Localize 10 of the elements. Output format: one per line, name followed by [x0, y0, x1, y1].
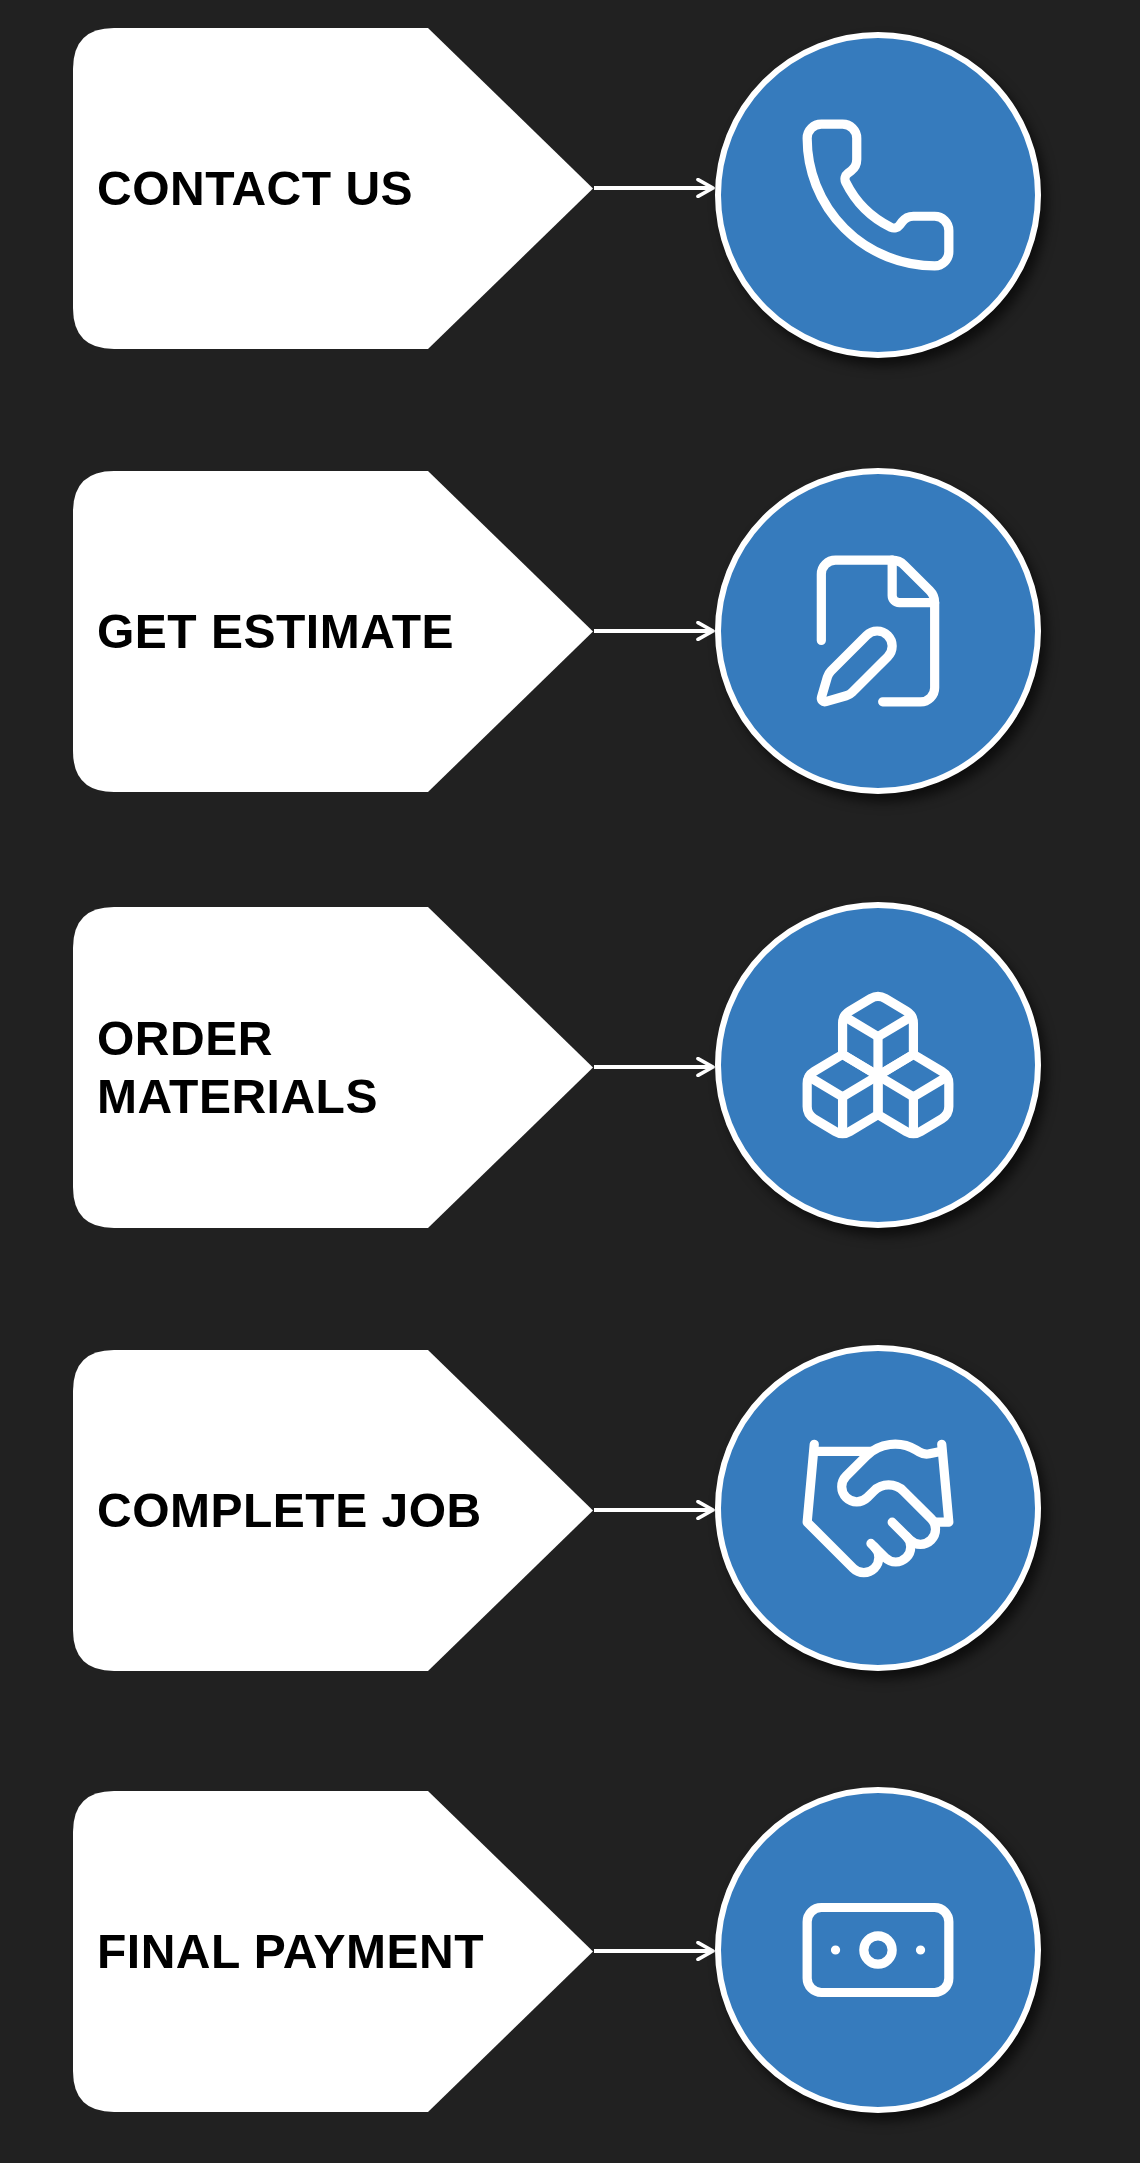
arrow: [594, 1499, 715, 1521]
step-label: GET ESTIMATE: [97, 603, 456, 660]
arrow: [594, 177, 715, 199]
step-label: COMPLETE JOB: [97, 1482, 483, 1539]
arrow: [594, 1940, 715, 1962]
step-label: FINAL PAYMENT: [97, 1923, 485, 1980]
arrow: [594, 620, 715, 642]
arrow: [594, 1056, 715, 1078]
step-label: CONTACT US: [97, 160, 415, 217]
step-label: ORDER MATERIALS: [97, 1010, 379, 1125]
